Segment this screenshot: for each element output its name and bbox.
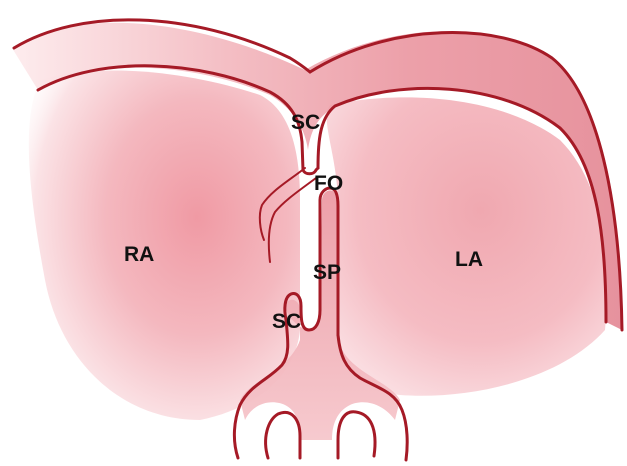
- label-sc-bottom: SC: [272, 311, 301, 332]
- label-sp: SP: [313, 262, 341, 283]
- label-fo: FO: [314, 173, 343, 194]
- label-ra: RA: [124, 244, 154, 265]
- label-sc-top: SC: [291, 112, 320, 133]
- left-atrium-chamber: [327, 97, 607, 395]
- label-la: LA: [455, 249, 483, 270]
- right-atrium-chamber: [29, 71, 300, 420]
